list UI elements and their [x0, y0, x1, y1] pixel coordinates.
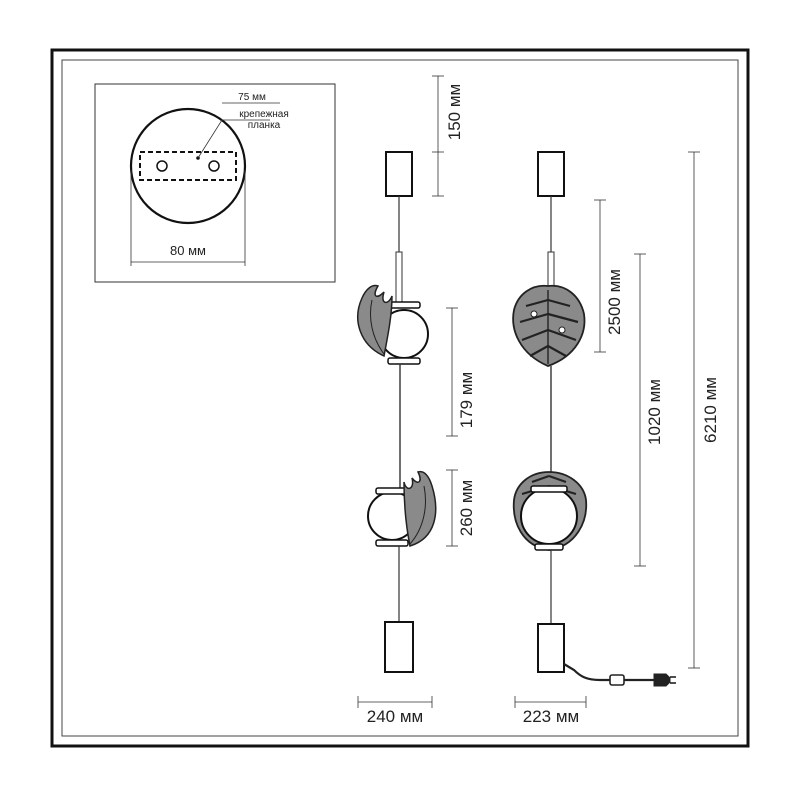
front-canopy	[537, 151, 565, 197]
side-bottom-cylinder	[384, 621, 414, 673]
dim-260-label: 260 мм	[457, 480, 476, 536]
dim-150-label: 150 мм	[445, 84, 464, 140]
mounting-bracket	[139, 151, 237, 181]
front-globe-bottom-base	[534, 543, 564, 551]
dim-1020-label: 1020 мм	[645, 379, 664, 445]
mount-detail: 75 мм крепежная планка 80 мм	[94, 83, 336, 283]
front-leaf-top-hole-2	[558, 326, 566, 334]
front-globe-bottom	[520, 487, 578, 545]
side-globe-bottom-cap	[375, 487, 409, 495]
dim-2500-label: 2500 мм	[605, 269, 624, 335]
power-cable	[563, 663, 612, 682]
side-canopy	[385, 151, 413, 197]
canopy-circle	[129, 107, 247, 225]
mount-label-80: 80 мм	[170, 243, 206, 258]
side-leaf-bottom-vein	[409, 485, 426, 545]
front-bottom-cylinder	[537, 623, 565, 673]
screw-hole-left	[156, 160, 168, 172]
outer-frame	[50, 48, 750, 748]
mount-detail-box	[94, 83, 336, 283]
lamp-side-view	[357, 151, 437, 673]
dim-6210-label: 6210 мм	[701, 377, 720, 443]
screw-hole-right	[208, 160, 220, 172]
front-leaf-top-hole-1	[530, 310, 538, 318]
dim-223-label: 223 мм	[523, 707, 579, 726]
front-globe-bottom-cap	[530, 485, 568, 493]
mount-label-bracket-1: крепежная	[239, 109, 289, 120]
side-leaf-bottom	[403, 470, 437, 547]
side-globe-bottom-base	[375, 539, 409, 547]
mount-label-75: 75 мм	[238, 92, 266, 103]
mount-label-bracket-2: планка	[248, 120, 281, 131]
dim-240-label: 240 мм	[367, 707, 423, 726]
dimensions	[357, 75, 700, 708]
front-leaf-top-slits	[519, 298, 579, 357]
lamp-front-view	[512, 151, 676, 687]
dim-179-label: 179 мм	[457, 372, 476, 428]
front-leaf-top	[512, 284, 586, 367]
side-globe-top-cap	[387, 301, 421, 309]
inner-frame	[61, 59, 739, 737]
side-globe-top-base	[387, 357, 421, 365]
bracket-leader	[197, 119, 270, 159]
side-leaf-top-vein	[370, 299, 385, 355]
power-plug	[653, 673, 671, 687]
side-rod-top	[395, 251, 403, 303]
cable-switch	[609, 674, 625, 686]
front-leaf-bottom-slits	[521, 475, 577, 495]
side-leaf-top	[357, 284, 393, 358]
